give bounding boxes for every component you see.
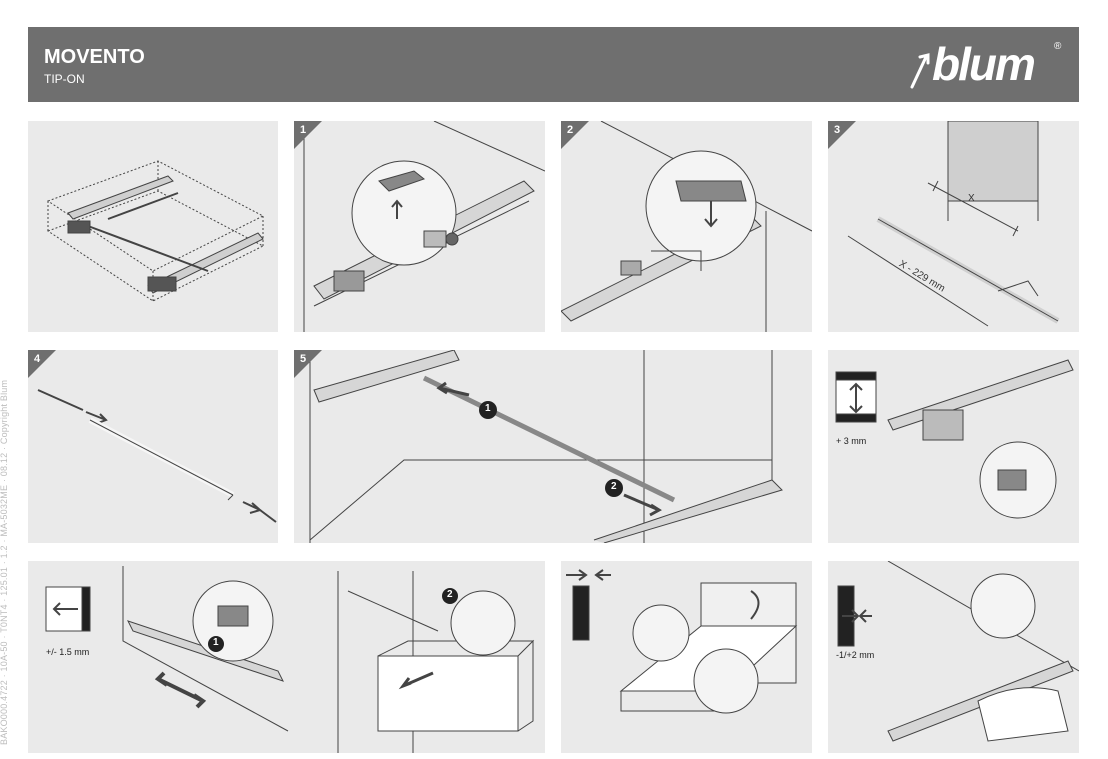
logo-wordmark: blum [932, 38, 1036, 90]
step-number: 4 [34, 353, 41, 365]
panel-step-1: 1 [294, 121, 545, 332]
document-code: BAKO000.4722 · 10A-50 · T0NT4 · 125.01 ·… [0, 379, 9, 745]
step-number: 1 [300, 124, 307, 136]
tilt-adjustment-illustration [566, 569, 798, 714]
logo-registered-mark: ® [1054, 41, 1062, 52]
depth-adjustment-illustration [837, 561, 1079, 742]
step-number: 3 [834, 124, 841, 136]
panel-depth-adjust: -1/+2 mm [828, 561, 1079, 753]
step-tab-shape [828, 121, 856, 149]
depth-adjust-label: -1/+2 mm [836, 650, 875, 660]
step-number: 2 [567, 124, 574, 136]
side-adjust-label: +/- 1.5 mm [46, 647, 90, 657]
height-adjust-label: + 3 mm [836, 436, 867, 446]
callout-2-label: 2 [611, 481, 617, 492]
panel-height-adjust: + 3 mm [828, 350, 1079, 543]
callout-1-label: 1 [213, 637, 219, 648]
panel-step-2: 2 [561, 121, 812, 332]
panel-side-adjust: +/- 1.5 mm 1 2 [28, 561, 545, 753]
step-tab-2: 2 [561, 121, 589, 149]
install-locking-device-illustration [303, 121, 545, 332]
attach-coupling-illustration [561, 121, 812, 332]
step-tab-shape [294, 350, 322, 378]
insert-synchronisation-rod-illustration [309, 350, 783, 543]
panel-tilt-adjust [561, 561, 812, 753]
step-tab-5: 5 [294, 350, 322, 378]
step-tab-3: 3 [828, 121, 856, 149]
panel-step-4: 4 [28, 350, 278, 543]
callout-2-label: 2 [447, 589, 453, 600]
height-adjustment-illustration [835, 359, 1074, 519]
panel-overview [28, 121, 278, 332]
callout-marker-2 [605, 479, 623, 497]
page-title: MOVENTO [44, 46, 145, 68]
panel-step-3: X X - 229 mm 3 [828, 121, 1079, 332]
page-subtitle: TIP-ON [44, 72, 85, 86]
panel-step-5: 1 2 5 [294, 350, 812, 543]
header-bar: MOVENTO TIP-ON blum ® [28, 27, 1079, 102]
step-number: 5 [300, 353, 307, 365]
dimension-x-label: X [968, 193, 975, 204]
step-tab-shape [28, 350, 56, 378]
callout-marker-1 [208, 636, 224, 652]
drawer-runner-overview-illustration [46, 160, 265, 302]
step-tab-4: 4 [28, 350, 56, 378]
logo-arrow-icon [910, 53, 930, 89]
measure-rod-length-illustration [847, 121, 1060, 327]
step-tab-shape [294, 121, 322, 149]
step-tab-shape [561, 121, 589, 149]
assemble-rod-illustration [37, 389, 277, 523]
side-adjustment-illustration [45, 566, 535, 753]
callout-1-label: 1 [485, 403, 491, 414]
callout-marker-2 [442, 588, 458, 604]
step-tab-1: 1 [294, 121, 322, 149]
callout-marker-1 [479, 401, 497, 419]
blum-logo: blum ® [908, 37, 1073, 95]
